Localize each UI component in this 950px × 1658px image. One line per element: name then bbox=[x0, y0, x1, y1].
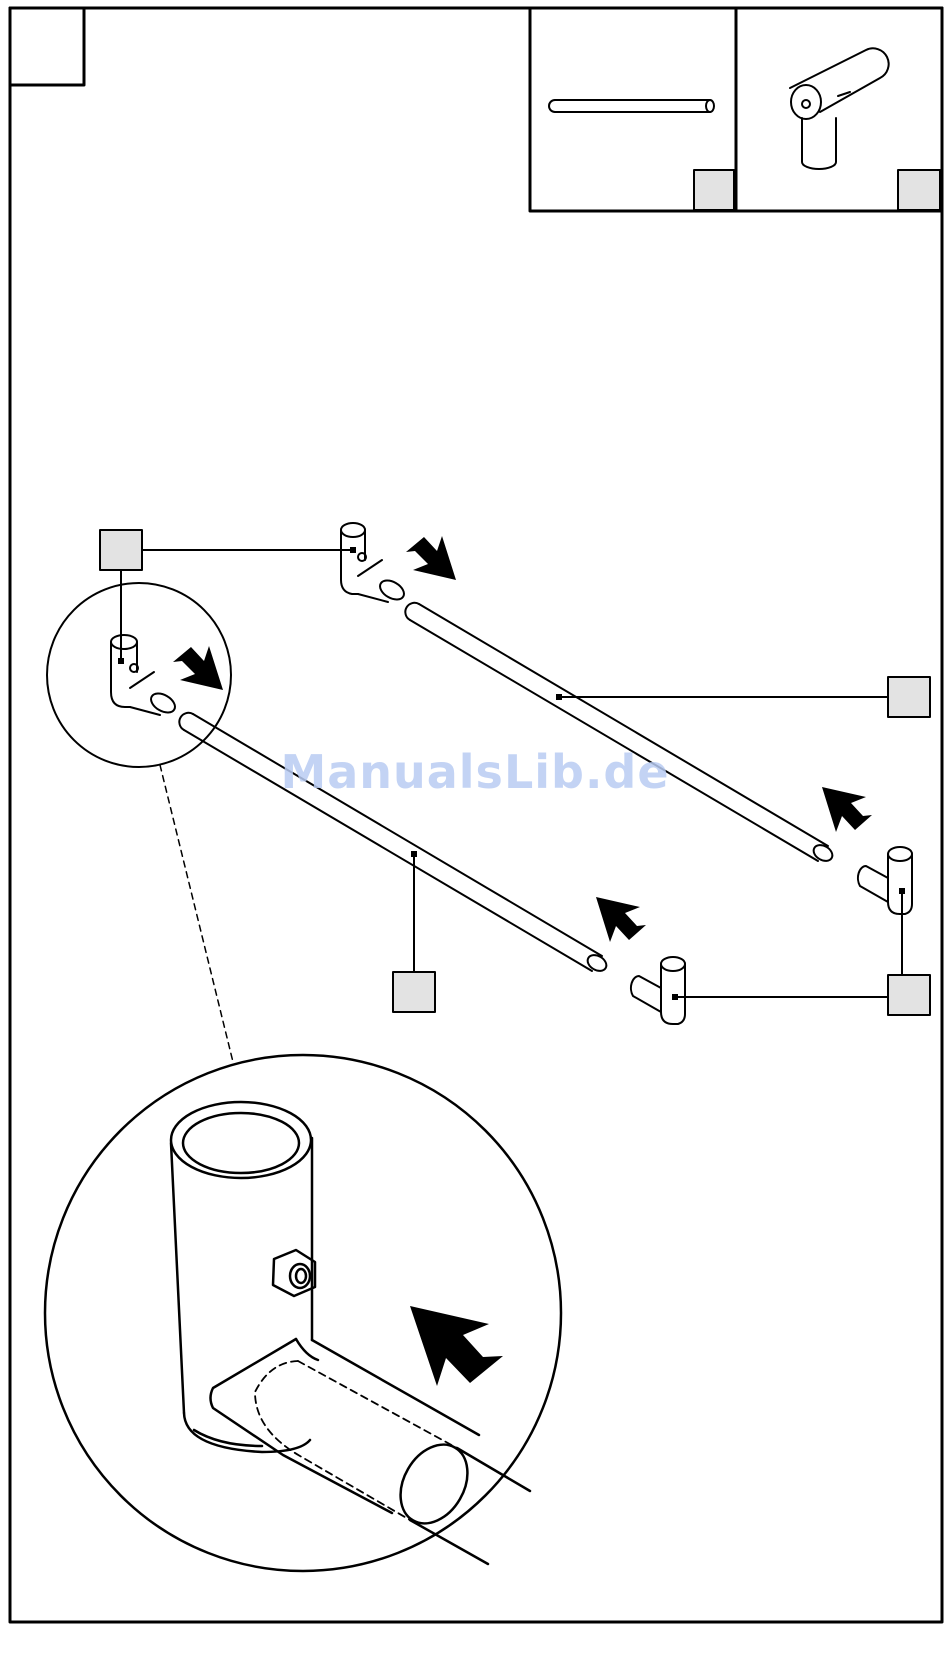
set-screw-icon bbox=[273, 1250, 315, 1296]
page-frame bbox=[10, 8, 942, 1622]
arrow-icon bbox=[406, 536, 456, 580]
callout-connector-left bbox=[100, 530, 356, 664]
callout-connector-right bbox=[678, 891, 930, 1015]
magnifier-circle-large bbox=[45, 1055, 561, 1571]
rod-lower bbox=[179, 713, 609, 974]
rod-upper bbox=[405, 603, 835, 864]
arrow-icon bbox=[596, 897, 646, 942]
elbow-connector-top bbox=[341, 523, 407, 603]
part-rod-qty-box bbox=[694, 170, 734, 210]
parts-list bbox=[530, 8, 942, 211]
part-connector-qty-box bbox=[898, 170, 940, 210]
elbow-connector-right-upper bbox=[858, 847, 912, 914]
callout-rod-upper bbox=[556, 677, 930, 717]
arrow-icon bbox=[173, 646, 223, 690]
rod-icon bbox=[549, 100, 714, 112]
elbow-connector-right-lower bbox=[631, 957, 685, 1024]
detail-elbow-connector bbox=[171, 1102, 530, 1564]
arrow-icon bbox=[822, 787, 872, 832]
arrow-icon bbox=[410, 1306, 503, 1386]
step-number-box bbox=[10, 8, 84, 85]
magnifier-leader bbox=[160, 765, 233, 1062]
elbow-connector-icon bbox=[790, 48, 889, 169]
